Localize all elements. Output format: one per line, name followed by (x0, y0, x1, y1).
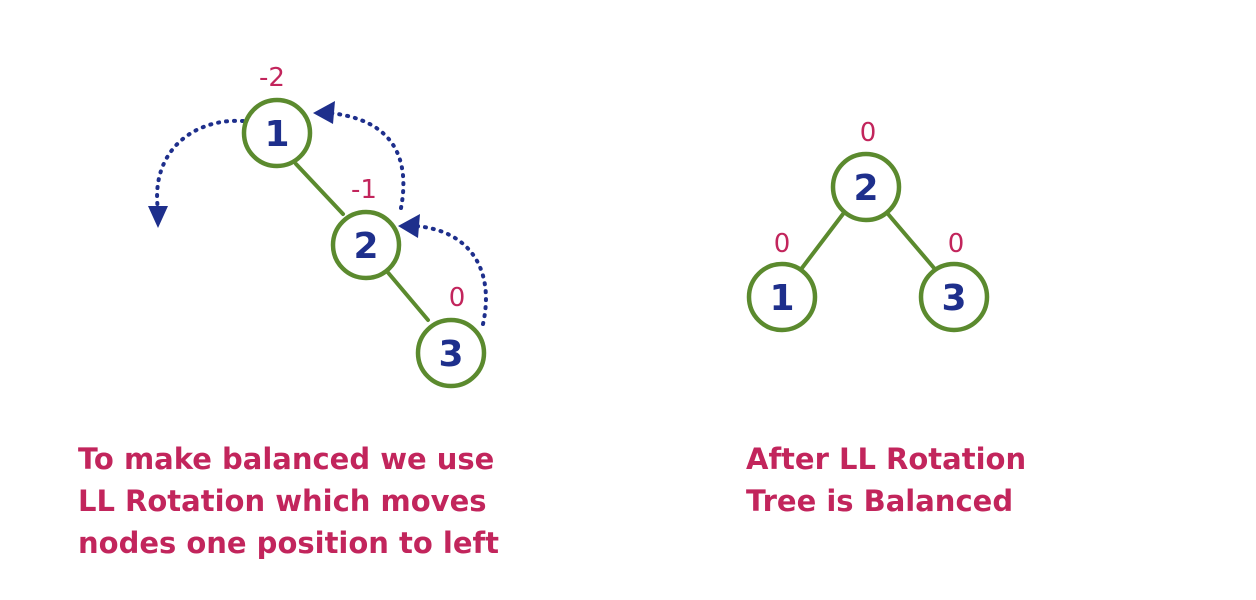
balance-factor: 0 (860, 118, 877, 148)
before-node-1: 1 -2 (241, 63, 313, 169)
after-tree: 2 0 1 0 3 0 (746, 118, 990, 333)
after-edge-2-1 (800, 212, 845, 270)
after-node-2: 2 0 (830, 118, 902, 223)
balance-factor: 0 (774, 229, 791, 259)
node-value: 2 (853, 168, 878, 209)
before-edge-1-2 (294, 162, 345, 216)
node-value: 1 (264, 114, 289, 155)
rotation-arrow-left (148, 118, 245, 228)
rotation-arrow-node2-to-node1 (313, 101, 406, 210)
after-node-3: 3 0 (918, 229, 990, 333)
node-value: 3 (438, 334, 463, 375)
before-caption: To make balanced we use LL Rotation whic… (78, 438, 499, 564)
node-value: 2 (353, 226, 378, 267)
balance-factor: 0 (449, 283, 466, 313)
rotation-arrow-node3-to-node2 (398, 214, 488, 326)
arrow-head-left (148, 206, 168, 228)
caption-line: To make balanced we use (78, 442, 495, 476)
balance-factor: -2 (259, 63, 285, 93)
caption-line: After LL Rotation (746, 442, 1027, 476)
node-value: 3 (941, 278, 966, 319)
caption-line: Tree is Balanced (746, 484, 1014, 518)
caption-line: nodes one position to left (78, 526, 500, 560)
node-value: 1 (769, 278, 794, 319)
arrow-head-to-node2 (398, 214, 420, 238)
before-edge-2-3 (383, 267, 430, 322)
balance-factor: 0 (948, 229, 965, 259)
after-caption: After LL Rotation Tree is Balanced (746, 438, 1026, 522)
after-edge-2-3 (886, 212, 936, 270)
before-node-3: 3 0 (415, 283, 487, 389)
arrow-head-to-node1 (313, 101, 335, 124)
caption-line: LL Rotation which moves (78, 484, 487, 518)
balance-factor: -1 (351, 175, 377, 205)
after-node-1: 1 0 (746, 229, 818, 333)
before-node-2: 2 -1 (330, 175, 402, 281)
before-tree: 1 -2 2 -1 3 0 (148, 63, 488, 389)
